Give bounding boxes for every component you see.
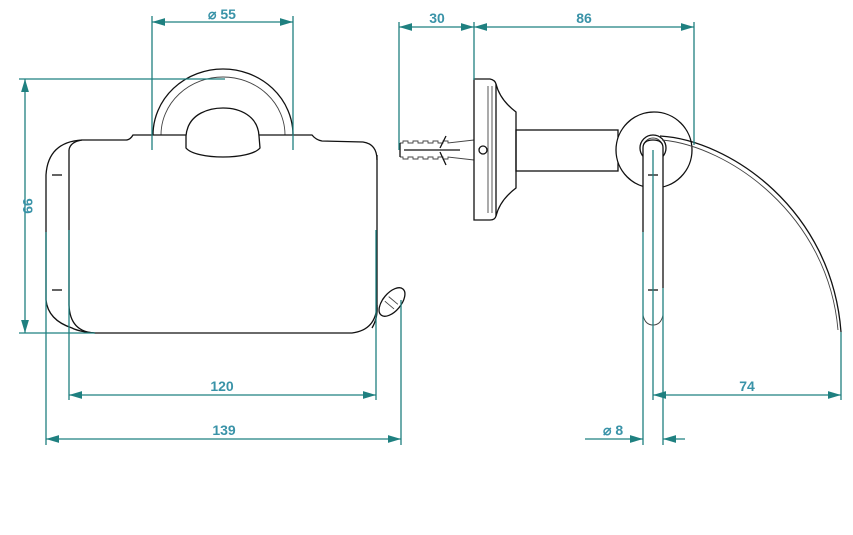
dim-label-width-120: 120	[210, 378, 234, 394]
dim-label-projection-86: 86	[576, 10, 592, 26]
screw-head	[478, 145, 488, 155]
wall-dowel	[399, 135, 475, 166]
dim-label-width-139: 139	[212, 422, 236, 438]
dim-label-height-99: 99	[20, 198, 36, 214]
knob	[185, 107, 261, 158]
roller-tip	[378, 287, 406, 317]
arch-outer	[152, 68, 294, 136]
plate-flare	[495, 83, 517, 217]
arch-inner	[160, 76, 286, 136]
dim-label-rod-8: ⌀ 8	[603, 422, 623, 438]
cover-top-edge	[82, 134, 378, 161]
cover-flap	[659, 135, 842, 333]
dim-label-diameter-55: ⌀ 55	[208, 6, 236, 22]
dim-label-reach-74: 74	[739, 378, 755, 394]
side-view: 30 86 74 ⌀ 8	[398, 10, 842, 445]
front-view: ⌀ 55 99 120 139	[19, 6, 406, 445]
cover-front	[68, 150, 378, 334]
dim-label-depth-30: 30	[429, 10, 445, 26]
back-plate	[45, 139, 96, 334]
wall-plate	[473, 78, 497, 221]
cover-left-edge	[68, 139, 83, 151]
arm	[515, 129, 619, 172]
